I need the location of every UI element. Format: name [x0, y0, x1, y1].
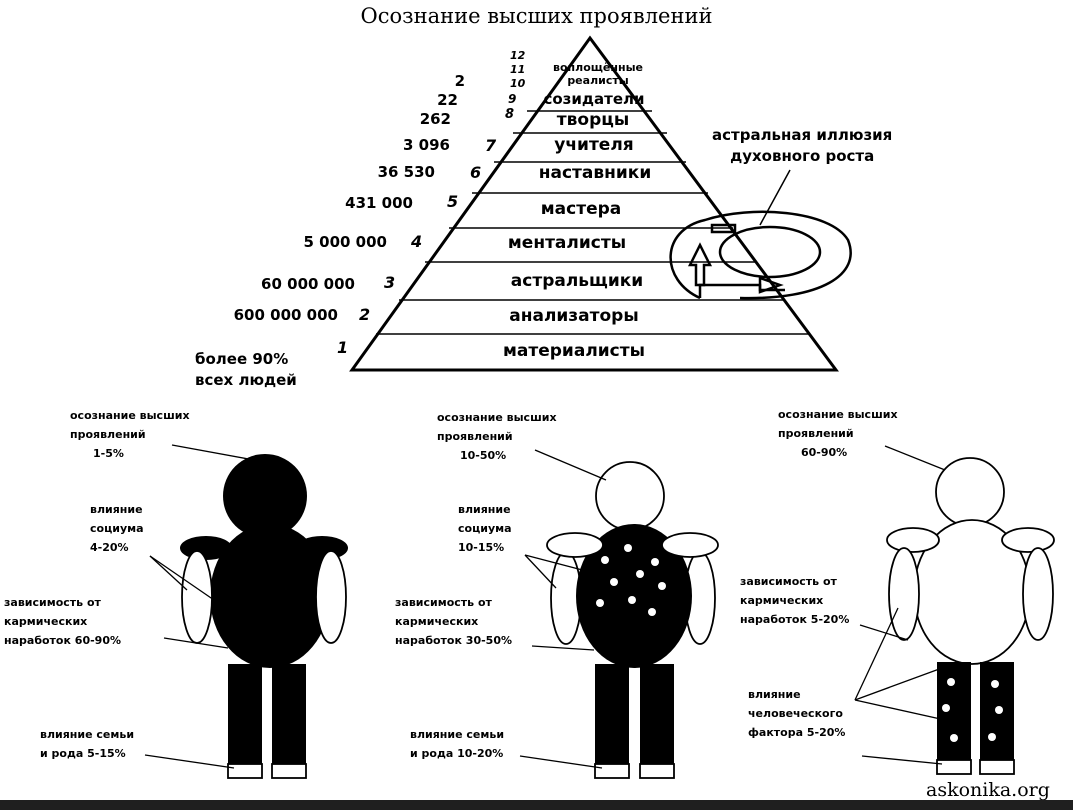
- level-name: реалисты: [567, 74, 629, 87]
- figure-2-foot-left: [594, 763, 630, 779]
- level-count: 22: [437, 91, 458, 109]
- figure-3-shoulder-right: [1001, 527, 1055, 553]
- level-count: 3 096: [403, 136, 450, 154]
- level-count: 60 000 000: [261, 275, 355, 293]
- figure-2-leg-right: [640, 664, 674, 764]
- level-index: 12: [510, 49, 526, 62]
- level-name: астральщики: [510, 271, 644, 291]
- figure-2-shoulder-left: [546, 532, 604, 558]
- level-index: 8: [505, 107, 515, 122]
- figure-3-leg-stars: [942, 678, 1003, 742]
- pyramid-outline: [349, 35, 839, 372]
- figure-2-foot-right: [639, 763, 675, 779]
- figure-3-arm-left: [888, 547, 920, 641]
- level-name: менталисты: [507, 233, 627, 253]
- illusion-label: астральная иллюзия духовного роста: [712, 126, 893, 165]
- level-count: 431 000: [345, 194, 413, 212]
- figure-2-leg-left: [595, 664, 629, 764]
- figure-3-label: осознание высших проявлений 60-90%: [778, 408, 898, 459]
- figure-3-label: влияние человеческого фактора 5-20%: [748, 688, 846, 739]
- level-index: 1: [337, 338, 349, 357]
- figure-2-label: осознание высших проявлений 10-50%: [437, 411, 557, 462]
- level-count: 5 000 000: [303, 233, 387, 251]
- figure-1-label: влияние социума 4-20%: [90, 503, 144, 554]
- level-index: 6: [470, 163, 482, 182]
- figure-2-shoulder-right: [661, 532, 719, 558]
- figure-1-label: зависимость от кармических наработок 60-…: [4, 596, 121, 647]
- level-count: 600 000 000: [233, 306, 338, 324]
- figure-1-arm-left: [181, 550, 213, 644]
- figure-1-shoulder-right: [296, 536, 348, 560]
- bottom-bar: [0, 800, 1073, 810]
- level-index: 3: [384, 273, 396, 292]
- figure-1-arm-right: [315, 550, 347, 644]
- figure-2-label: влияние семьи и рода 10-20%: [410, 728, 505, 760]
- diagram-title: Осознание высших проявлений: [360, 4, 713, 28]
- figure-3-foot-right: [979, 759, 1015, 775]
- figure-1-label: осознание высших проявлений 1-5%: [70, 409, 190, 460]
- illusion-spiral: [669, 210, 852, 300]
- figure-1-label: влияние семьи и рода 5-15%: [40, 728, 135, 760]
- figure-1-leg-right: [272, 664, 306, 764]
- figure-3-foot-left: [936, 759, 972, 775]
- level-index: 11: [510, 63, 526, 76]
- level-name: материалисты: [503, 341, 645, 361]
- figure-2-head: [595, 461, 665, 531]
- figure-1-body: [210, 524, 330, 668]
- figure-2-label: зависимость от кармических наработок 30-…: [395, 596, 512, 647]
- level-count: 2: [454, 72, 465, 90]
- level-index: 4: [411, 232, 423, 251]
- level-name: воплощённые: [553, 61, 643, 74]
- figure-1-shoulder-left: [180, 536, 232, 560]
- watermark: askonika.org: [926, 779, 1050, 801]
- figure-3-label: зависимость от кармических наработок 5-2…: [740, 575, 850, 626]
- level-count: 36 530: [377, 163, 435, 181]
- level-name: мастера: [540, 199, 622, 219]
- level-name: созидатели: [543, 90, 645, 108]
- level-name: анализаторы: [509, 306, 639, 326]
- level-index: 7: [485, 136, 497, 155]
- level-count: 262: [419, 110, 451, 128]
- illusion-pointer: [759, 169, 791, 226]
- figure-1-foot-right: [271, 763, 307, 779]
- figure-1-head: [223, 454, 307, 538]
- figure-3-arm-right: [1022, 547, 1054, 641]
- level-index: 2: [359, 305, 371, 324]
- figure-1-foot-left: [227, 763, 263, 779]
- figure-2-stars: [596, 544, 666, 616]
- level-index: 10: [510, 77, 526, 90]
- figure-3-head: [935, 457, 1005, 527]
- figure-2-label: влияние социума 10-15%: [458, 503, 512, 554]
- figure-3-leg-left: [937, 662, 971, 760]
- level-name: наставники: [538, 163, 652, 183]
- level-name: творцы: [556, 110, 630, 130]
- level-index: 9: [508, 92, 517, 106]
- level-name: учителя: [554, 135, 634, 155]
- level-index: 5: [447, 192, 459, 211]
- figure-1-leg-left: [228, 664, 262, 764]
- base-note: более 90% всех людей: [195, 350, 297, 389]
- figure-3-shoulder-left: [886, 527, 940, 553]
